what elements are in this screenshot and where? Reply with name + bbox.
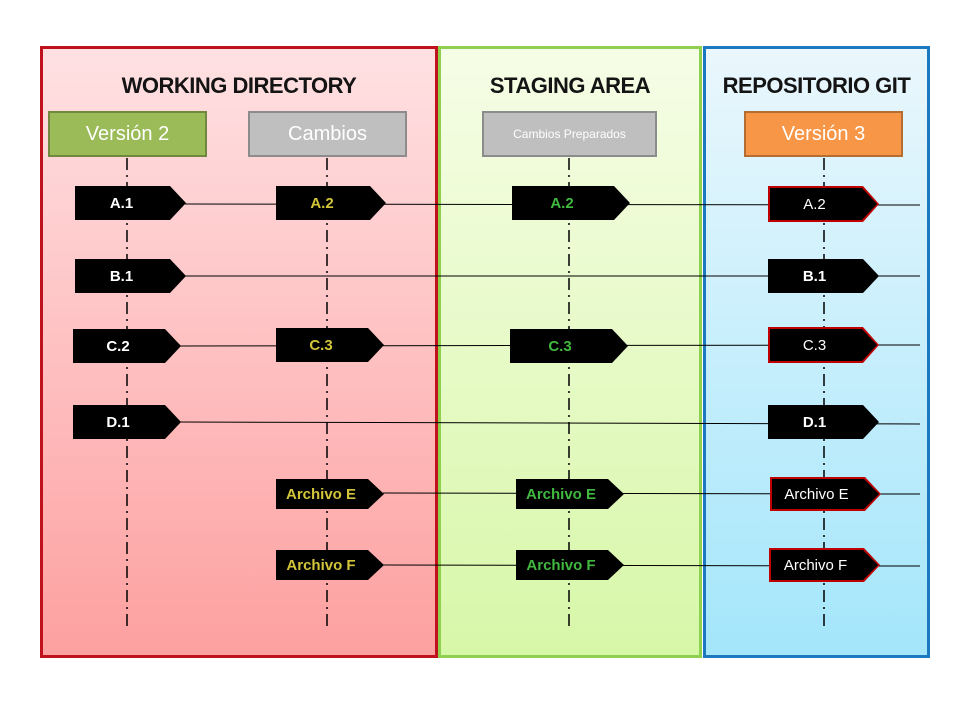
file-tag-label: D.1 [106, 413, 130, 431]
version2-header: Versión 2 [48, 111, 207, 157]
file-tag-staging-f: Archivo F [516, 550, 624, 580]
file-tag-label: B.1 [109, 267, 134, 285]
file-tag-repo-b: B.1 [768, 259, 879, 293]
file-tag-label: C.3 [802, 336, 827, 354]
file-tag-label: Archivo F [783, 556, 848, 574]
file-tag-label: D.1 [802, 413, 827, 431]
file-tag-label: C.3 [548, 337, 572, 355]
file-tag-label: B.1 [802, 267, 827, 285]
file-tag-label: C.3 [309, 336, 333, 354]
cambios-preparados-header: Cambios Preparados [482, 111, 657, 157]
file-tag-label: Archivo E [525, 485, 597, 503]
file-tag-repo-d: D.1 [768, 405, 879, 439]
file-tag-label: C.2 [106, 337, 130, 355]
file-tag-repo-e: Archivo E [770, 477, 881, 511]
file-tag-cambios-f: Archivo F [276, 550, 384, 580]
file-tag-label: A.1 [109, 194, 134, 212]
file-tag-label: A.2 [550, 194, 574, 212]
file-tag-repo-f: Archivo F [769, 548, 880, 582]
repositorio-git-title: REPOSITORIO GIT [722, 73, 911, 98]
file-tag-repo-a: A.2 [768, 186, 879, 222]
file-tag-cambios-a: A.2 [276, 186, 386, 220]
file-tag-label: Archivo F [526, 556, 596, 574]
file-tag-cambios-c: C.3 [276, 328, 384, 362]
staging-area-title: STAGING AREA [489, 73, 651, 98]
file-tag-label: Archivo F [286, 556, 356, 574]
file-tag-repo-c: C.3 [768, 327, 879, 363]
working-directory-title: WORKING DIRECTORY [121, 73, 357, 98]
file-tag-staging-e: Archivo E [516, 479, 624, 509]
file-tag-version2-d: D.1 [73, 405, 181, 439]
file-tag-label: A.2 [310, 194, 334, 212]
file-tag-label: A.2 [803, 195, 826, 213]
file-tag-cambios-e: Archivo E [276, 479, 384, 509]
file-tag-staging-a: A.2 [512, 186, 630, 220]
cambios-header: Cambios [248, 111, 407, 157]
file-tag-version2-a: A.1 [75, 186, 186, 220]
file-tag-label: Archivo E [285, 485, 357, 503]
file-tag-label: Archivo E [784, 485, 849, 503]
file-tag-staging-c: C.3 [510, 329, 628, 363]
version3-header: Versión 3 [744, 111, 903, 157]
file-tag-version2-b: B.1 [75, 259, 186, 293]
file-tag-version2-c: C.2 [73, 329, 181, 363]
